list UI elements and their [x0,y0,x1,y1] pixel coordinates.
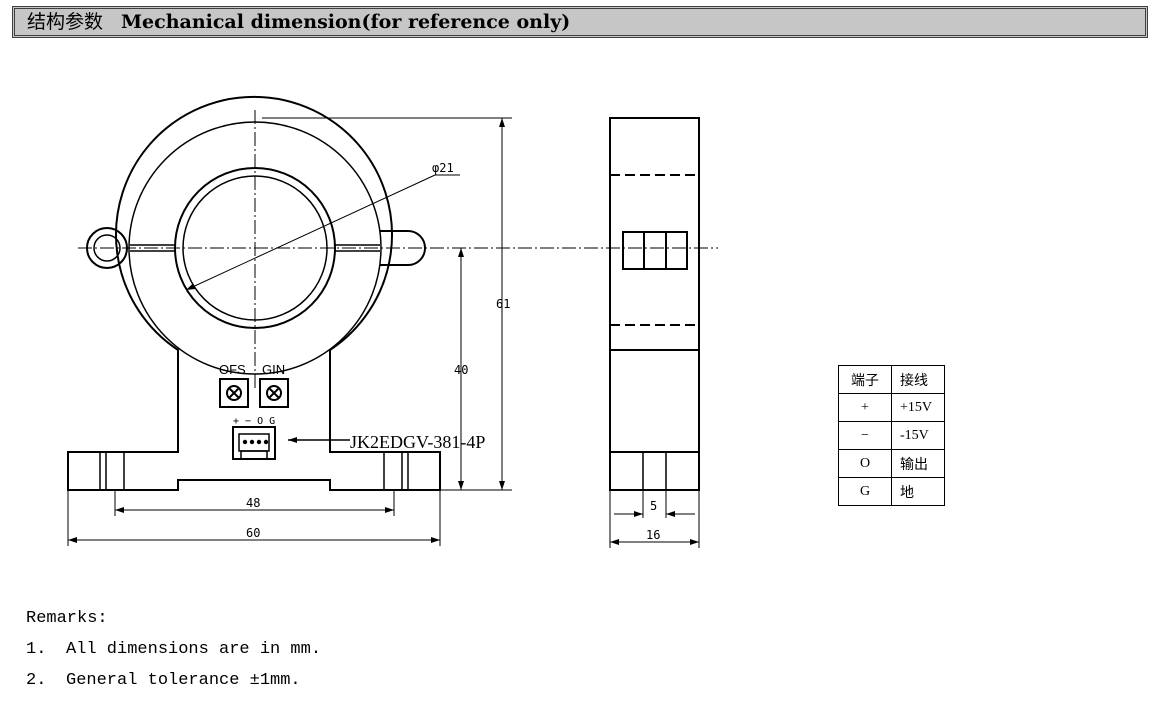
centerlines [78,110,718,388]
dim-diameter-text: φ21 [432,161,454,175]
label-gin: GIN [262,362,285,377]
pin-wiring: 输出 [891,449,945,478]
section-title-zh: 结构参数 [27,11,104,33]
dim-diameter [185,174,460,291]
pin-terminal: + [838,393,892,422]
pin-wiring: -15V [891,421,945,450]
remarks: Remarks: 1. All dimensions are in mm. 2. G… [26,603,321,696]
pin-terminal: − [838,421,892,450]
dim-61-text: 61 [496,297,510,311]
pin-wiring: +15V [891,393,945,422]
table-row: − -15V [838,421,945,450]
pin-terminal: G [838,477,892,506]
table-row: + +15V [838,393,945,422]
remark-text: General tolerance ±1mm. [66,671,301,690]
pin-terminal: O [838,449,892,478]
remark-item: 2. General tolerance ±1mm. [26,665,321,696]
section-title-en: Mechanical dimension(for reference only) [121,11,571,33]
table-row: O 输出 [838,449,945,478]
dim-40-text: 40 [454,363,468,377]
remark-text: All dimensions are in mm. [66,640,322,659]
pin-table: 端子 接线 + +15V − -15V O 输出 G 地 [838,365,945,506]
label-pins: + − O G [233,416,275,427]
ofs-trimmer [219,378,249,408]
dim-16-text: 16 [646,528,660,542]
pin-header-terminal: 端子 [838,365,892,394]
label-ofs: OFS [219,362,246,377]
connector-part-label: JK2EDGV-381-4P [350,432,485,452]
dim-60-text: 60 [246,526,260,540]
remarks-title: Remarks: [26,609,108,628]
dim-48-text: 48 [246,496,260,510]
pin-wiring: 地 [891,477,945,506]
gin-trimmer [259,378,289,408]
remark-item: 1. All dimensions are in mm. [26,634,321,665]
body-outline [67,95,441,491]
connector-pins [242,439,269,445]
dim-5-text: 5 [650,499,657,513]
table-row: G 地 [838,477,945,506]
pin-table-header: 端子 接线 [838,365,945,394]
side-view [609,117,700,491]
remark-number: 2. [26,671,47,690]
remark-number: 1. [26,640,47,659]
section-title: 结构参数 Mechanical dimension(for reference o… [12,6,1148,38]
pin-header-wiring: 接线 [891,365,945,394]
